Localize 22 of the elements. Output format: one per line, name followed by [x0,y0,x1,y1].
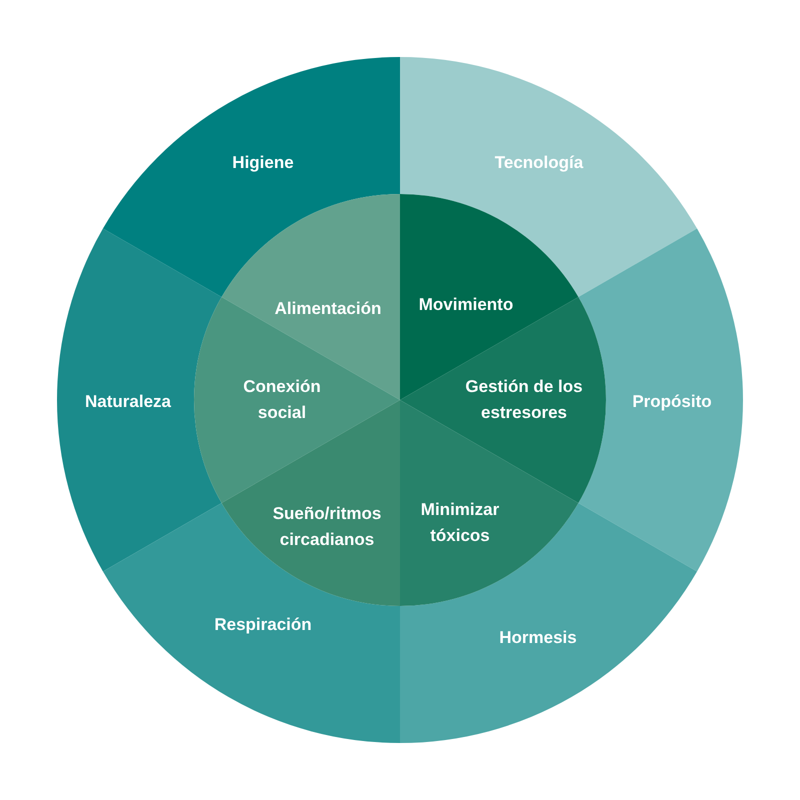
sector-label: Gestión de los estresores [464,376,584,424]
inner-circle-sector [400,297,606,503]
sector-label: Tecnología [494,152,584,174]
sector-label: Hormesis [499,626,577,649]
sector-label: Naturaleza [85,390,171,413]
outer-ring-sector [58,228,222,572]
inner-circle-sector [194,297,400,503]
outer-ring-sector [102,503,400,743]
sector-label: Respiración [214,614,312,636]
sector-label: Alimentación [274,298,382,320]
outer-ring-sector [102,57,400,297]
sector-label: Propósito [632,390,712,413]
sector-label: Conexión social [242,376,322,424]
inner-circle-sector [400,400,578,606]
inner-circle-sector [222,194,400,400]
inner-circle-sector [222,400,400,606]
sector-label: Sueño/ritmos circadianos [272,502,382,551]
sector-label: Minimizar tóxicos [420,498,500,547]
outer-ring-sector [400,503,698,743]
sector-label: Movimiento [418,294,514,316]
sector-label: Higiene [232,152,294,174]
outer-ring-sector [400,57,698,297]
